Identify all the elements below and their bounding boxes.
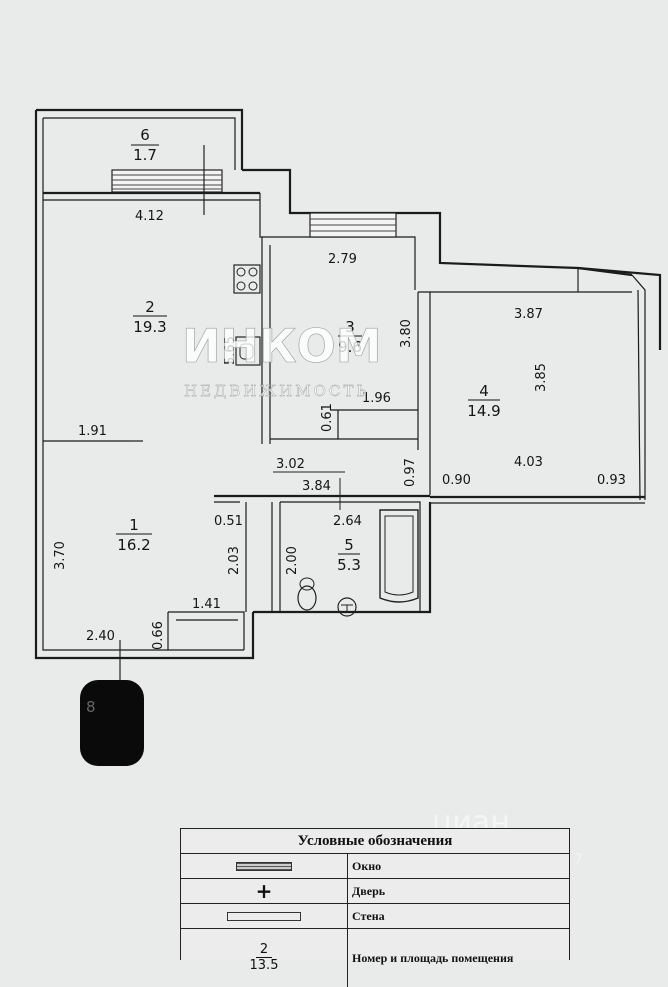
- legend-row-room: 2 13.5 Номер и площадь помещения: [181, 929, 569, 987]
- room-label-4: 4 14.9: [467, 382, 500, 420]
- window-room-3: [309, 212, 397, 238]
- sink-icon: [235, 336, 261, 366]
- floor-plan: 6 1.7 2 19.3 3 9.6 4 14.9 1 16.2 5 5.3 4…: [34, 108, 662, 868]
- bathtub-icon: [379, 509, 419, 603]
- stove-icon: [233, 264, 261, 294]
- dim-3-87: 3.87: [514, 307, 543, 322]
- legend-label-window: Окно: [352, 858, 382, 873]
- dim-0-51: 0.51: [214, 514, 243, 529]
- dim-1-96: 1.96: [362, 391, 391, 406]
- svg-text:5: 5: [344, 536, 354, 554]
- dim-4-12: 4.12: [135, 209, 164, 224]
- room-label-5: 5 5.3: [337, 536, 361, 574]
- legend-row-window: Окно: [181, 854, 569, 879]
- svg-text:6: 6: [140, 126, 150, 144]
- svg-text:14.9: 14.9: [467, 402, 500, 420]
- window-symbol: [236, 861, 292, 871]
- dim-0-66: 0.66: [151, 621, 166, 650]
- room-label-2: 2 19.3: [133, 298, 167, 336]
- svg-text:5.3: 5.3: [337, 556, 361, 574]
- dim-1-41: 1.41: [192, 597, 221, 612]
- svg-text:2: 2: [145, 298, 155, 316]
- svg-text:7: 7: [574, 852, 583, 868]
- svg-text:16.2: 16.2: [117, 536, 150, 554]
- dim-3-02: 3.02: [276, 457, 305, 472]
- inkom-watermark: ИНКОМ НЕДВИЖИМОСТЬ: [182, 319, 382, 401]
- wall-symbol: [227, 911, 301, 921]
- dim-3-84: 3.84: [302, 479, 331, 494]
- dim-1-91: 1.91: [78, 424, 107, 439]
- redacted-mark: 8: [80, 680, 144, 766]
- legend-label-wall: Стена: [352, 908, 385, 923]
- room-symbol-number: 2: [255, 943, 273, 958]
- dim-3-70: 3.70: [53, 541, 68, 570]
- legend-table: Условные обозначения Окно + Дверь Стена …: [180, 828, 570, 987]
- legend-title: Условные обозначения: [181, 829, 569, 854]
- dim-2-00: 2.00: [285, 546, 300, 575]
- svg-text:4: 4: [479, 382, 489, 400]
- dim-5-65: 5.65: [223, 336, 238, 365]
- dim-3-85: 3.85: [534, 363, 549, 392]
- bath-sink-icon: [337, 597, 357, 617]
- dim-0-61: 0.61: [320, 403, 335, 432]
- legend-row-door: + Дверь: [181, 879, 569, 904]
- walls: [34, 108, 662, 660]
- room-symbol-area: 13.5: [249, 958, 279, 973]
- legend-label-room: Номер и площадь помещения: [352, 950, 514, 965]
- dimension-labels: 4.12 2.79 3.87 5.65 3.80 3.85 1.96 0.61 …: [53, 209, 626, 650]
- dimension-lines: [130, 440, 345, 510]
- window-balcony: [111, 169, 223, 193]
- svg-text:ИНКОМ: ИНКОМ: [182, 319, 381, 373]
- svg-text:1: 1: [129, 516, 139, 534]
- svg-text:9.6: 9.6: [338, 338, 362, 356]
- dim-0-90: 0.90: [442, 473, 471, 488]
- dim-2-64: 2.64: [333, 514, 362, 529]
- legend-row-wall: Стена: [181, 904, 569, 929]
- svg-text:8: 8: [86, 698, 96, 716]
- room-symbol: 2 13.5: [249, 943, 279, 974]
- toilet-icon: [297, 577, 317, 611]
- dim-2-40: 2.40: [86, 629, 115, 644]
- dim-3-80: 3.80: [399, 319, 414, 348]
- dim-2-03: 2.03: [227, 546, 242, 575]
- legend-label-door: Дверь: [352, 883, 386, 898]
- room-label-1: 1 16.2: [116, 516, 152, 554]
- svg-text:19.3: 19.3: [133, 318, 166, 336]
- room-label-3: 3 9.6: [338, 318, 362, 356]
- dim-0-93: 0.93: [597, 473, 626, 488]
- svg-text:3: 3: [345, 318, 355, 336]
- dim-0-97: 0.97: [403, 458, 418, 487]
- dim-2-79: 2.79: [328, 252, 357, 267]
- dim-4-03: 4.03: [514, 455, 543, 470]
- door-symbol: +: [255, 879, 273, 903]
- svg-text:НЕДВИЖИМОСТЬ: НЕДВИЖИМОСТЬ: [184, 382, 370, 400]
- svg-text:1.7: 1.7: [133, 146, 157, 164]
- room-label-6: 6 1.7: [131, 126, 159, 164]
